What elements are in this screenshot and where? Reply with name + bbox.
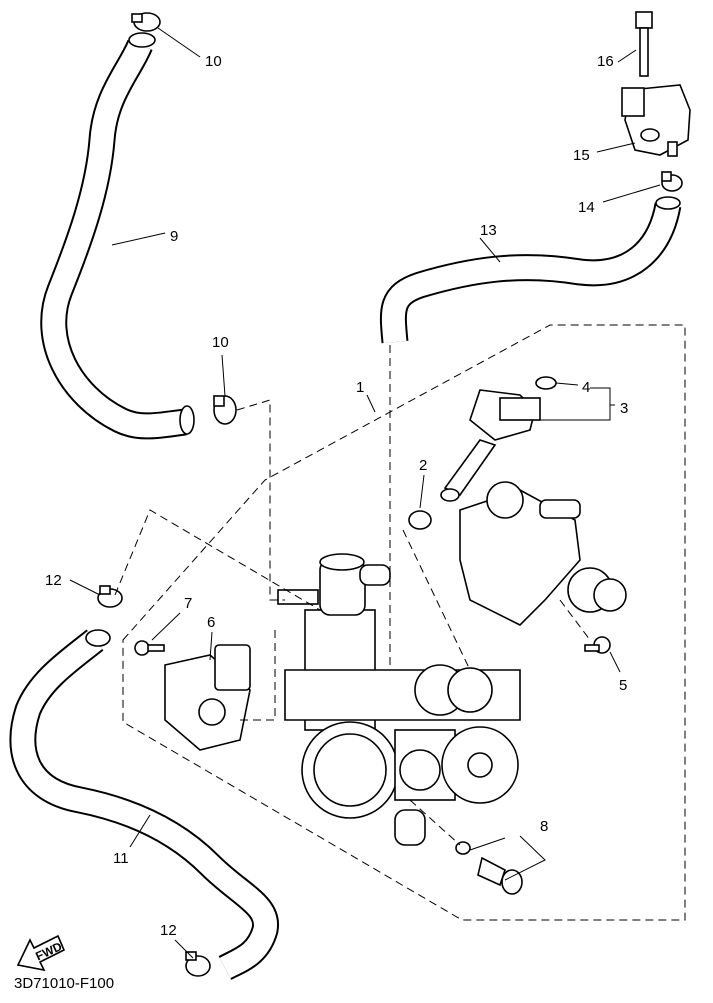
hose-13 — [379, 196, 682, 344]
callout-9: 9 — [170, 228, 178, 245]
callout-11: 11 — [113, 850, 129, 867]
callout-12-upper: 12 — [45, 572, 62, 589]
hose-9 — [40, 32, 195, 440]
callout-3: 3 — [620, 400, 628, 417]
screw-5 — [584, 636, 611, 654]
callout-7: 7 — [184, 595, 192, 612]
o-ring-4 — [535, 376, 557, 390]
seal-2 — [408, 510, 432, 530]
callout-2: 2 — [419, 457, 427, 474]
clamp-12-upper — [97, 585, 123, 608]
callout-10-top: 10 — [205, 53, 222, 70]
injector-3 — [440, 389, 541, 502]
clamp-10-mid — [213, 395, 237, 425]
clamp-10-top — [131, 12, 161, 32]
fuel-rail-bracket — [459, 481, 627, 626]
callout-5: 5 — [619, 677, 627, 694]
throttle-body-1 — [277, 553, 521, 846]
fwd-arrow-icon: FWD — [16, 934, 66, 972]
callout-16: 16 — [597, 53, 614, 70]
hose-11 — [9, 629, 279, 981]
callout-14: 14 — [578, 199, 595, 216]
screw-7 — [134, 640, 165, 656]
callout-8: 8 — [540, 818, 548, 835]
bolt-16 — [635, 11, 653, 77]
callout-15: 15 — [573, 147, 590, 164]
sensor-6 — [164, 644, 251, 751]
diagram-code: 3D71010-F100 — [14, 975, 115, 992]
assembly-outline — [122, 324, 686, 921]
fwd-label: FWD — [33, 939, 64, 963]
callout-13: 13 — [480, 222, 497, 239]
screw-8 — [455, 841, 523, 895]
callout-10-mid: 10 — [212, 334, 229, 351]
callout-6: 6 — [207, 614, 215, 631]
sensor-15 — [621, 84, 691, 157]
callout-12-lower: 12 — [160, 922, 177, 939]
clamp-12-lower — [185, 951, 211, 977]
callout-4: 4 — [582, 379, 590, 396]
leader-lines — [69, 27, 661, 959]
clamp-14 — [661, 171, 683, 192]
callout-1: 1 — [356, 379, 364, 396]
